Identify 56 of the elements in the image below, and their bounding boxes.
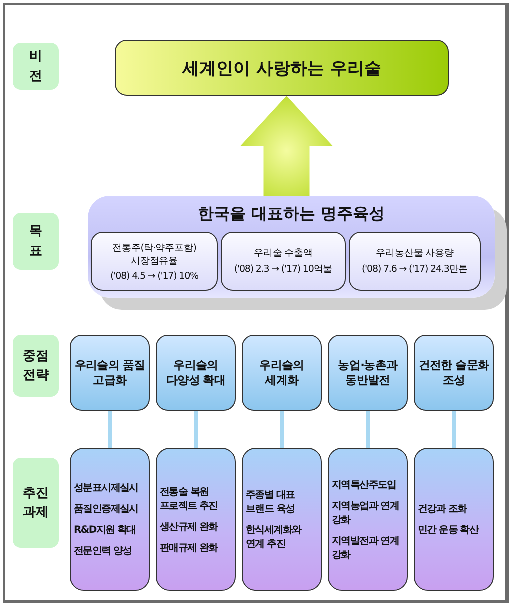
strategy-text: 우리술의 세계화 — [258, 358, 306, 388]
task-item: 주종별 대표 브랜드 육성 — [246, 489, 296, 516]
strategy-box — [328, 335, 408, 411]
row-label-text: 중점 전략 — [22, 348, 50, 385]
task-box — [414, 448, 494, 591]
connector-line — [194, 411, 198, 448]
target-text: ('08) 4.5 → ('17) 10% — [110, 270, 198, 282]
task-item: 품질인증제실시 — [74, 503, 138, 516]
strategy-text: 건전한 술문화 조성 — [418, 358, 490, 388]
target-text: ('08) 2.3 → ('17) 10억불 — [234, 263, 333, 276]
target-text: ('08) 7.6 → ('17) 24.3만톤 — [362, 263, 468, 276]
target-text: 우리농산물 사용량 — [376, 247, 454, 260]
strategy-text: 농업·농촌과 동반발전 — [337, 358, 399, 388]
row-label — [13, 43, 59, 90]
task-item: 건강과 조화 — [418, 503, 467, 516]
connector-line — [108, 411, 112, 448]
task-item: 판매규제 완화 — [160, 542, 218, 554]
target-box — [91, 232, 218, 291]
task-item: 성분표시제실시 — [74, 482, 138, 495]
task-item: R&D지원 확대 — [74, 524, 136, 537]
strategy-text: 우리술의 다양성 확대 — [165, 358, 227, 388]
row-label — [13, 213, 59, 270]
target-box — [349, 232, 481, 291]
strategy-box — [156, 335, 236, 411]
strategy-box — [414, 335, 494, 411]
task-item: 한식세계화와 연계 추진 — [246, 524, 303, 551]
row-label-text: 목 표 — [28, 223, 44, 260]
row-label-text: 비 전 — [28, 48, 44, 86]
task-item: 생산규제 완화 — [160, 520, 218, 534]
task-item: 민간 운동 확산 — [418, 524, 479, 537]
strategy-text: 우리술의 품질 고급화 — [74, 358, 146, 388]
block-arrow — [240, 96, 333, 196]
task-item: 전문인력 양성 — [74, 545, 132, 558]
task-box — [70, 448, 150, 591]
task-item: 지역특산주도입 — [332, 478, 396, 492]
goal-panel — [88, 196, 495, 298]
connector-line — [452, 411, 456, 448]
task-item: 지역농업과 연계 강화 — [332, 500, 400, 526]
task-box — [328, 448, 408, 591]
vision-box — [115, 40, 449, 96]
goal-heading: 한국을 대표하는 명주육성 — [198, 204, 386, 225]
strategy-box — [242, 335, 322, 411]
strategy-box — [70, 335, 150, 411]
vision-text: 세계인이 사랑하는 우리술 — [182, 58, 382, 80]
row-label-text: 추진 과제 — [22, 484, 50, 522]
target-text: 전통주(탁·약주포함) 시장점유율 — [112, 242, 198, 268]
row-label — [13, 335, 59, 397]
task-item: 지역발전과 연계 강화 — [332, 534, 400, 562]
task-box — [242, 448, 322, 591]
task-item: 전통술 복원 프로젝트 추진 — [160, 486, 219, 512]
task-box — [156, 448, 236, 591]
connector-line — [280, 411, 284, 448]
row-label — [13, 458, 59, 548]
target-text: 우리술 수출액 — [254, 247, 313, 260]
target-box — [221, 232, 346, 291]
connector-line — [366, 411, 370, 448]
